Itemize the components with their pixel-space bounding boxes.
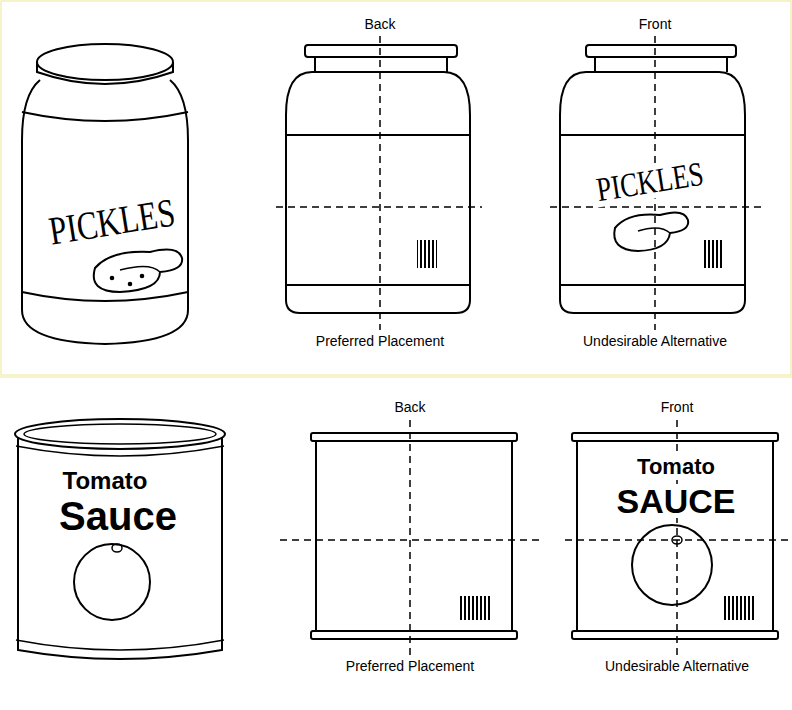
jar-back-view: [276, 36, 482, 330]
placement-caption: Preferred Placement: [316, 334, 444, 348]
view-heading: Back: [364, 17, 395, 31]
product-name: PICKLES: [46, 192, 177, 251]
view-heading: Front: [639, 17, 672, 31]
placement-caption: Undesirable Alternative: [583, 334, 727, 348]
barcode: [417, 240, 437, 268]
product-name: Tomato: [63, 469, 148, 493]
barcode: [722, 596, 754, 620]
product-name: Tomato: [635, 456, 717, 478]
placement-caption: Undesirable Alternative: [605, 659, 749, 673]
placement-caption: Preferred Placement: [346, 659, 474, 673]
panel-frame: [1, 1, 791, 375]
product-name: SAUCE: [614, 484, 737, 518]
can-front-view: [565, 420, 790, 655]
panel-divider: [0, 376, 792, 378]
can-back-view: [280, 420, 540, 655]
barcode: [704, 240, 724, 268]
pickle-jar: [22, 44, 188, 344]
view-heading: Front: [661, 400, 694, 414]
view-heading: Back: [394, 400, 425, 414]
tomato-can: [15, 419, 225, 659]
product-name: Sauce: [59, 496, 177, 536]
product-name: PICKLES: [593, 157, 708, 208]
jar-front-view: [550, 36, 762, 330]
barcode: [460, 596, 490, 620]
